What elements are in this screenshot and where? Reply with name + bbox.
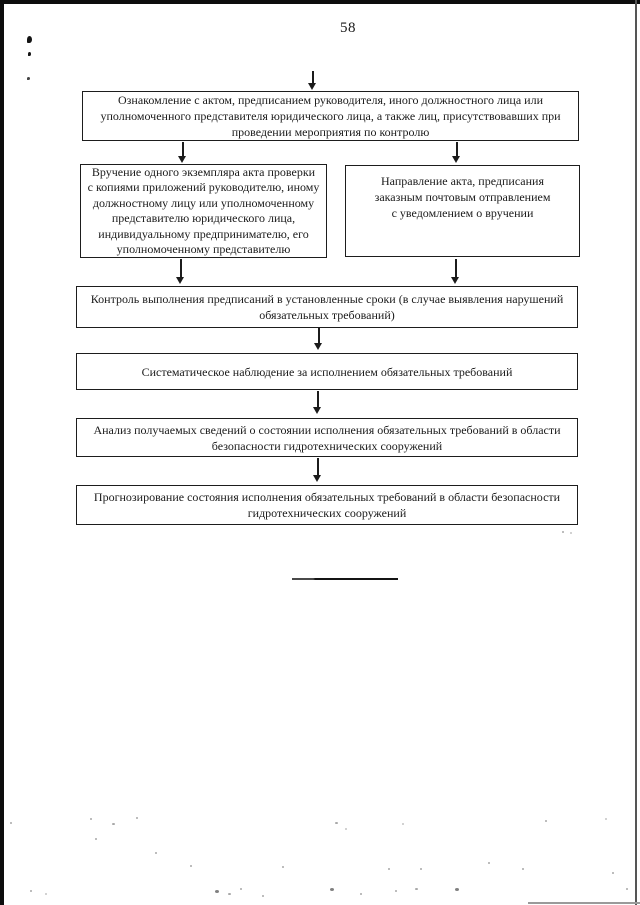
- arrow-down-stem: [317, 391, 319, 408]
- scan-speckle: [10, 822, 12, 824]
- scan-speckle: [570, 532, 572, 534]
- scan-speckle: [155, 852, 157, 854]
- flowchart-box-text: Контроль выполнения предписаний в устано…: [90, 292, 564, 322]
- scan-speckle: [136, 817, 138, 819]
- flowchart-box-information-analysis: Анализ получаемых сведений о состоянии и…: [76, 418, 578, 457]
- scan-speckle: [626, 888, 628, 890]
- flowchart-box-systematic-observation: Систематическое наблюдение за исполнение…: [76, 353, 578, 390]
- flowchart-box-text: Направление акта, предписания заказным п…: [374, 174, 551, 220]
- scan-speckle: [345, 828, 347, 830]
- flowchart-box-text: Анализ получаемых сведений о состоянии и…: [93, 422, 561, 453]
- flowchart-box-text: Систематическое наблюдение за исполнение…: [141, 364, 513, 379]
- scan-speckle: [45, 893, 47, 895]
- arrow-down-stem: [312, 71, 314, 84]
- scan-speckle: [90, 818, 92, 820]
- flowchart-box-text: Прогнозирование состояния исполнения обя…: [93, 490, 561, 520]
- scan-border-bottom-fragment: [528, 902, 640, 904]
- scan-speckle: [190, 865, 192, 867]
- flowchart-box-act-mailing: Направление акта, предписания заказным п…: [345, 165, 580, 257]
- scan-speckle: [335, 822, 338, 824]
- scan-speckle: [240, 888, 242, 890]
- scan-speckle: [562, 531, 564, 533]
- scan-speckle: [395, 890, 397, 892]
- flowchart-box-compliance-forecasting: Прогнозирование состояния исполнения обя…: [76, 485, 578, 525]
- scan-speckle: [522, 868, 524, 870]
- arrow-down-stem: [455, 259, 457, 278]
- scan-speckle: [112, 823, 115, 825]
- flowchart-box-text: Ознакомление с актом, предписанием руков…: [100, 93, 561, 139]
- scan-speckle: [262, 895, 264, 897]
- arrow-down-stem: [456, 142, 458, 157]
- scan-speckle: [605, 818, 607, 820]
- arrow-down-icon: [313, 475, 321, 482]
- arrow-down-stem: [180, 259, 182, 278]
- arrow-down-icon: [314, 343, 322, 350]
- scan-speckle: [612, 872, 614, 874]
- page-number: 58: [340, 20, 356, 36]
- scan-speckle: [488, 862, 490, 864]
- ink-blot: [27, 77, 30, 80]
- arrow-down-icon: [308, 83, 316, 90]
- flowchart-box-act-familiarization: Ознакомление с актом, предписанием руков…: [82, 91, 579, 141]
- scan-border-left: [0, 0, 4, 905]
- scan-speckle: [388, 868, 390, 870]
- arrow-down-stem: [182, 142, 184, 157]
- scan-speckle: [545, 820, 547, 822]
- arrow-down-icon: [452, 156, 460, 163]
- scan-speckle: [455, 888, 459, 891]
- arrow-down-stem: [317, 458, 319, 476]
- ink-blot: [28, 52, 31, 56]
- separator-line: [292, 578, 398, 580]
- scan-speckle: [415, 888, 418, 890]
- scan-speckle: [282, 866, 284, 868]
- scan-speckle: [30, 890, 32, 892]
- flowchart-box-text: Вручение одного экземпляра акта проверки…: [87, 164, 320, 257]
- scan-speckle: [402, 823, 404, 825]
- arrow-down-icon: [176, 277, 184, 284]
- scan-speckle: [215, 890, 219, 893]
- scan-speckle: [360, 893, 362, 895]
- scan-speckle: [95, 838, 97, 840]
- flowchart-box-act-copy-delivery: Вручение одного экземпляра акта проверки…: [80, 164, 327, 258]
- flowchart-box-prescription-control: Контроль выполнения предписаний в устано…: [76, 286, 578, 328]
- scan-border-right: [635, 0, 637, 905]
- scan-speckle: [420, 868, 422, 870]
- arrow-down-icon: [178, 156, 186, 163]
- scan-border-top: [0, 0, 640, 4]
- arrow-down-stem: [318, 328, 320, 344]
- scan-speckle: [330, 888, 334, 891]
- ink-blot: [27, 36, 32, 43]
- scan-speckle: [228, 893, 231, 895]
- arrow-down-icon: [313, 407, 321, 414]
- arrow-down-icon: [451, 277, 459, 284]
